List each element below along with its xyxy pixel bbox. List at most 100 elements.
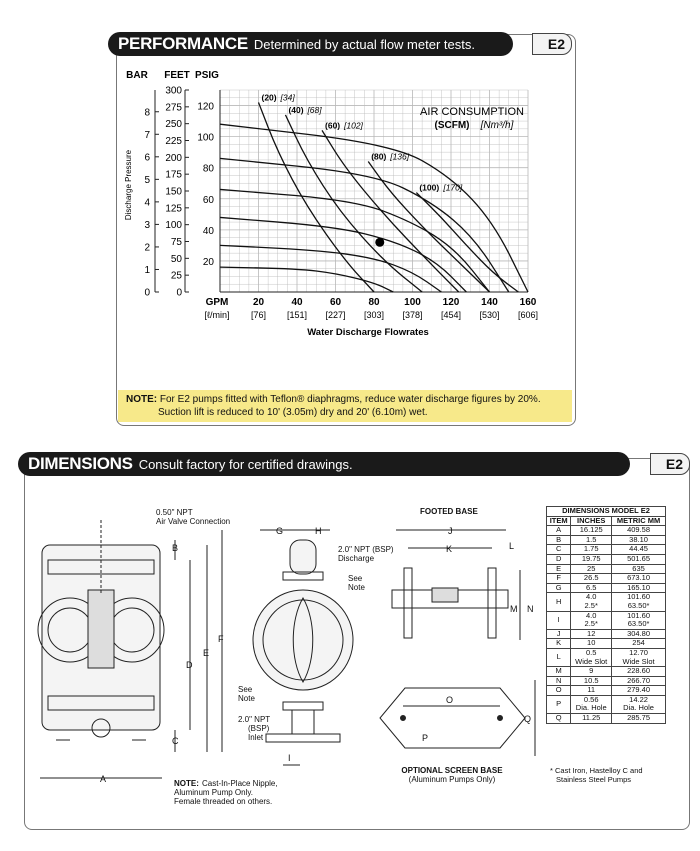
legend-units-metric: [Nm³/h] bbox=[480, 120, 514, 131]
dim-note-text1: Cast-In-Place Nipple, bbox=[202, 779, 278, 788]
dim-letter-n: N bbox=[527, 604, 534, 614]
x-unit-gpm: GPM bbox=[206, 297, 229, 308]
table-cell-metric: 501.65 bbox=[611, 553, 666, 565]
performance-header: PERFORMANCE Determined by actual flow me… bbox=[108, 32, 513, 56]
psig-tick-label: 100 bbox=[197, 133, 214, 144]
table-cell-metric: 409.58 bbox=[611, 525, 666, 536]
x-tick-label: 40 bbox=[291, 297, 303, 308]
see-note-top2: Note bbox=[348, 583, 365, 592]
table-cell-metric: 228.60 bbox=[611, 666, 666, 677]
dim-letter-o: O bbox=[446, 695, 453, 705]
x-tick-metric-label: [530] bbox=[479, 310, 499, 320]
table-cell-item: D bbox=[545, 553, 572, 565]
dimensions-tab: E2 bbox=[650, 453, 690, 475]
performance-note: NOTE: For E2 pumps fitted with Teflon® d… bbox=[118, 390, 572, 422]
bar-tick-label: 1 bbox=[144, 265, 150, 276]
note-label: NOTE: bbox=[126, 394, 158, 405]
feet-tick-label: 150 bbox=[165, 187, 182, 198]
air-valve-label2: Air Valve Connection bbox=[156, 517, 230, 526]
x-tick-label: 120 bbox=[443, 297, 460, 308]
table-cell-inches: 26.5 bbox=[570, 573, 613, 584]
table-cell-metric: 279.40 bbox=[611, 685, 666, 696]
bar-tick-label: 5 bbox=[144, 175, 150, 186]
air-curve-(40) bbox=[284, 114, 423, 293]
feet-tick-label: 225 bbox=[165, 136, 182, 147]
table-cell-item: A bbox=[545, 525, 572, 536]
note-line2: Suction lift is reduced to 10' (3.05m) d… bbox=[158, 407, 428, 418]
feet-tick-label: 300 bbox=[165, 86, 182, 97]
dim-letter-g: G bbox=[276, 526, 283, 536]
bar-tick-label: 2 bbox=[144, 242, 150, 253]
table-cell-metric: 254 bbox=[611, 638, 666, 649]
air-curve-label: (20) bbox=[262, 92, 277, 102]
see-note-top: See bbox=[348, 574, 363, 583]
y-unit-bar: BAR bbox=[126, 70, 148, 81]
dim-letter-d: D bbox=[186, 660, 193, 670]
note-line1: For E2 pumps fitted with Teflon® diaphra… bbox=[159, 394, 541, 405]
x-tick-metric-label: [76] bbox=[251, 310, 266, 320]
legend-units: (SCFM) bbox=[435, 120, 470, 131]
x-axis-label: Water Discharge Flowrates bbox=[307, 327, 429, 338]
chart-ticks: 20[76]40[151]60[227]80[303]100[378]120[4… bbox=[144, 86, 538, 321]
x-tick-metric-label: [227] bbox=[325, 310, 345, 320]
performance-subtitle: Determined by actual flow meter tests. bbox=[253, 36, 475, 52]
dim-letter-l: L bbox=[509, 541, 514, 551]
table-footnote: * Cast Iron, Hastelloy C and Stainless S… bbox=[550, 766, 643, 784]
pump-side-view bbox=[252, 539, 354, 743]
chart-grid bbox=[219, 89, 529, 293]
legend-title: AIR CONSUMPTION bbox=[420, 106, 524, 118]
bar-tick-label: 0 bbox=[144, 288, 150, 299]
psig-tick-label: 80 bbox=[203, 164, 215, 175]
table-cell-item: M bbox=[545, 666, 572, 677]
feet-tick-label: 25 bbox=[171, 271, 183, 282]
inlet-label3: Inlet bbox=[248, 733, 264, 742]
feet-tick-label: 50 bbox=[171, 254, 183, 265]
x-tick-label: 100 bbox=[404, 297, 421, 308]
x-unit-lmin: [ℓ/min] bbox=[205, 310, 230, 320]
operating-point-marker bbox=[375, 237, 385, 247]
air-curve-(80) bbox=[367, 161, 490, 293]
see-note-bottom2: Note bbox=[238, 694, 255, 703]
feet-tick-label: 250 bbox=[165, 119, 182, 130]
y-unit-psig: PSIG bbox=[195, 70, 219, 81]
inlet-label: 2.0" NPT bbox=[238, 715, 270, 724]
air-curve-metric-label: [68] bbox=[306, 105, 322, 115]
table-cell-item: G bbox=[545, 582, 572, 594]
footed-base-drawing bbox=[391, 567, 509, 639]
y-axis-label: Discharge Pressure bbox=[124, 149, 133, 220]
air-curves: (20)[34](40)[68](60)[102](80)[136](100)[… bbox=[257, 92, 519, 293]
dim-letter-a: A bbox=[100, 774, 106, 784]
table-cell-item: F bbox=[545, 573, 572, 584]
bar-tick-label: 6 bbox=[144, 152, 150, 163]
bar-tick-label: 8 bbox=[144, 107, 150, 118]
dim-note-text2: Aluminum Pump Only. bbox=[174, 788, 253, 797]
pressure-curve-120psig bbox=[219, 123, 529, 293]
psig-tick-label: 60 bbox=[203, 195, 215, 206]
feet-tick-label: 100 bbox=[165, 220, 182, 231]
air-curve-label: (60) bbox=[325, 120, 340, 130]
dim-letter-f: F bbox=[218, 634, 224, 644]
table-cell-inches: 10 bbox=[570, 638, 613, 649]
x-tick-metric-label: [378] bbox=[402, 310, 422, 320]
psig-tick-label: 120 bbox=[197, 102, 214, 113]
table-cell-item: H bbox=[545, 592, 572, 612]
dim-letter-k: K bbox=[446, 544, 452, 554]
table-cell-item: Q bbox=[545, 713, 572, 724]
psig-tick-label: 20 bbox=[203, 257, 215, 268]
performance-tab: E2 bbox=[532, 33, 572, 55]
air-curve-metric-label: [136] bbox=[389, 151, 410, 161]
x-tick-metric-label: [454] bbox=[441, 310, 461, 320]
x-tick-metric-label: [151] bbox=[287, 310, 307, 320]
performance-title: PERFORMANCE bbox=[118, 34, 248, 53]
bar-tick-label: 7 bbox=[144, 130, 150, 141]
